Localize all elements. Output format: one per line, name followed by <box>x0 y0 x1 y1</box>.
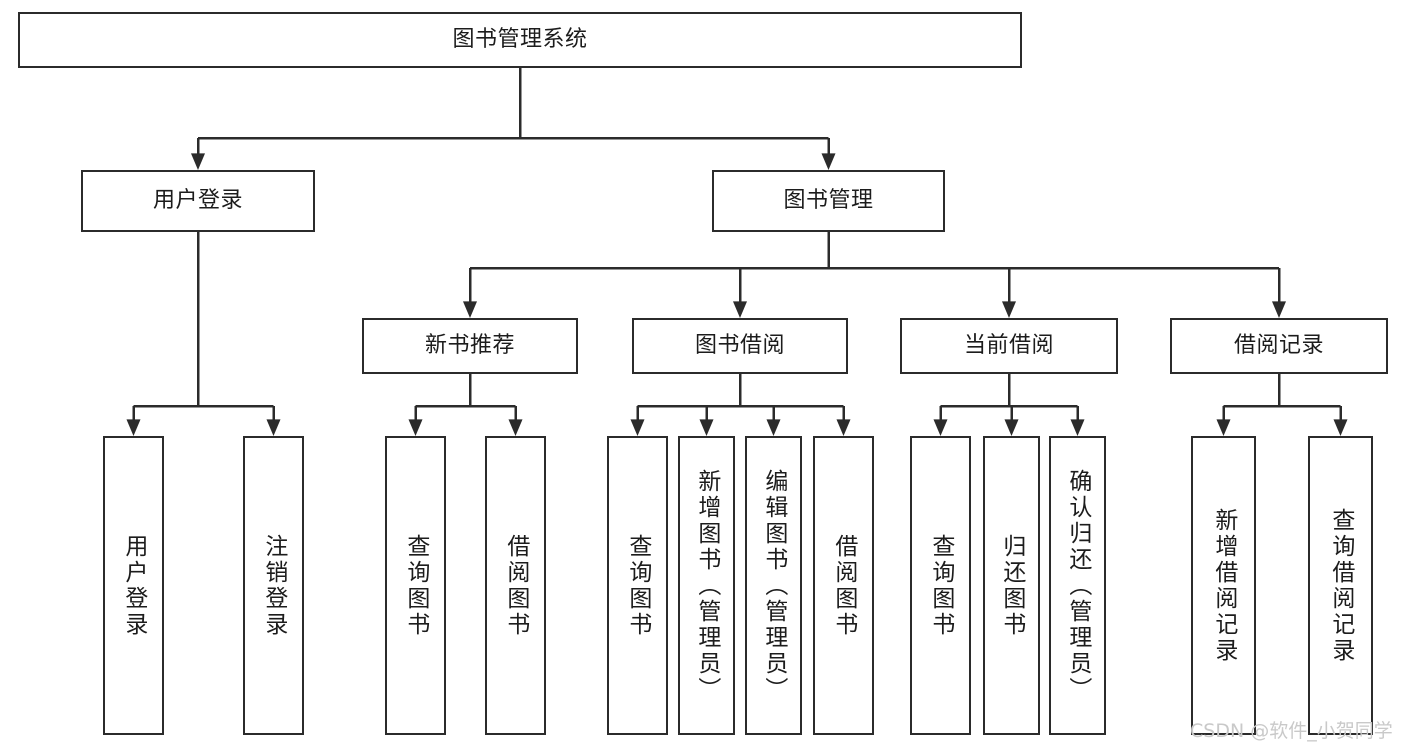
node-leaf-add-book[interactable]: 新增图书（管理员） <box>678 436 735 735</box>
node-leaf-query-book-1-label: 查询图书 <box>402 533 429 638</box>
node-root-label: 图书管理系统 <box>452 27 588 53</box>
node-leaf-add-record-label: 新增借阅记录 <box>1210 507 1237 664</box>
node-leaf-query-book-3-label: 查询图书 <box>927 533 954 638</box>
node-leaf-query-book-3[interactable]: 查询图书 <box>910 436 971 735</box>
node-leaf-confirm-return[interactable]: 确认归还（管理员） <box>1049 436 1106 735</box>
node-leaf-query-book-2[interactable]: 查询图书 <box>607 436 668 735</box>
node-leaf-user-login[interactable]: 用户登录 <box>103 436 164 735</box>
node-leaf-borrow-book-1-label: 借阅图书 <box>502 533 529 638</box>
node-borrow-record-label: 借阅记录 <box>1233 333 1324 359</box>
node-leaf-confirm-return-label: 确认归还（管理员） <box>1064 468 1091 703</box>
node-book-borrow-label: 图书借阅 <box>694 333 785 359</box>
node-leaf-query-book-2-label: 查询图书 <box>624 533 651 638</box>
node-leaf-logout[interactable]: 注销登录 <box>243 436 304 735</box>
node-leaf-add-record[interactable]: 新增借阅记录 <box>1191 436 1256 735</box>
node-current-borrow[interactable]: 当前借阅 <box>900 318 1118 374</box>
node-leaf-user-login-label: 用户登录 <box>120 533 147 638</box>
node-new-book-rec[interactable]: 新书推荐 <box>362 318 578 374</box>
node-new-book-rec-label: 新书推荐 <box>424 333 515 359</box>
node-leaf-query-record-label: 查询借阅记录 <box>1327 507 1354 664</box>
node-book-manage-label: 图书管理 <box>783 188 874 214</box>
node-leaf-add-book-label: 新增图书（管理员） <box>693 468 720 703</box>
node-borrow-record[interactable]: 借阅记录 <box>1170 318 1388 374</box>
csdn-watermark: CSDN @软件_小贺同学 <box>1190 720 1393 742</box>
node-leaf-query-book-1[interactable]: 查询图书 <box>385 436 446 735</box>
node-current-borrow-label: 当前借阅 <box>963 333 1054 359</box>
node-root[interactable]: 图书管理系统 <box>18 12 1022 68</box>
node-leaf-return-book[interactable]: 归还图书 <box>983 436 1040 735</box>
node-leaf-edit-book-label: 编辑图书（管理员） <box>760 468 787 703</box>
node-book-borrow[interactable]: 图书借阅 <box>632 318 848 374</box>
node-leaf-logout-label: 注销登录 <box>260 533 287 638</box>
node-leaf-edit-book[interactable]: 编辑图书（管理员） <box>745 436 802 735</box>
node-book-manage[interactable]: 图书管理 <box>712 170 945 232</box>
node-leaf-query-record[interactable]: 查询借阅记录 <box>1308 436 1373 735</box>
node-user-login-label: 用户登录 <box>152 188 243 214</box>
node-leaf-return-book-label: 归还图书 <box>998 533 1025 638</box>
node-leaf-borrow-book-2-label: 借阅图书 <box>830 533 857 638</box>
node-leaf-borrow-book-1[interactable]: 借阅图书 <box>485 436 546 735</box>
node-leaf-borrow-book-2[interactable]: 借阅图书 <box>813 436 874 735</box>
node-user-login[interactable]: 用户登录 <box>81 170 315 232</box>
